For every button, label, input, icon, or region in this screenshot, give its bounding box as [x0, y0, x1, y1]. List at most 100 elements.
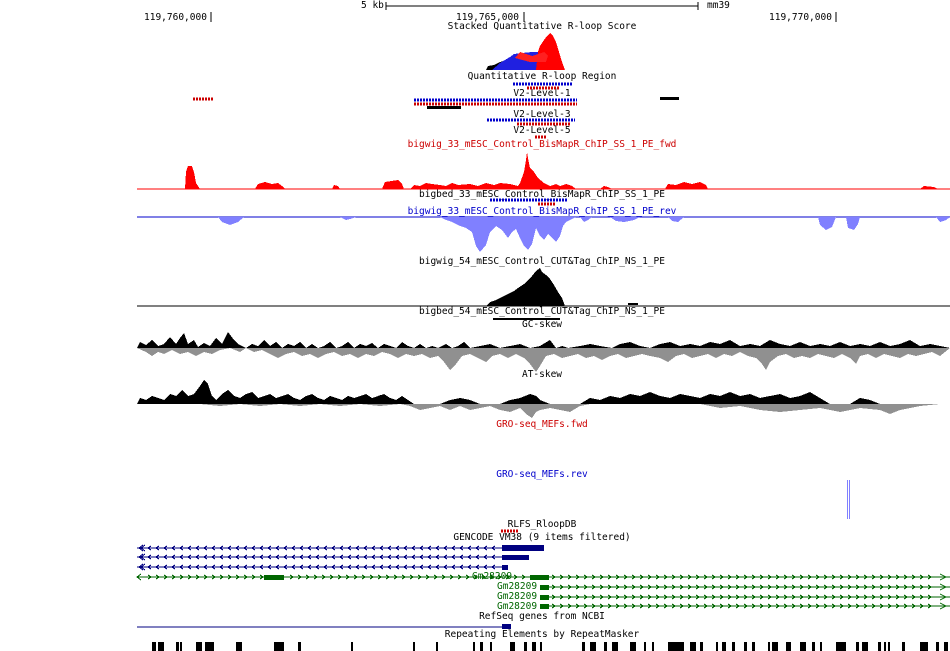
- repeat-element: [351, 642, 353, 651]
- strand-chevron: [171, 554, 176, 560]
- gene-label-gm28209[interactable]: Gm28209: [497, 601, 538, 612]
- strand-chevron: [305, 574, 310, 580]
- strand-chevron: [195, 574, 200, 580]
- strand-chevron: [251, 574, 256, 580]
- strand-chevron: [203, 574, 208, 580]
- track-label-bigbed-33[interactable]: bigbed_33_mESC_Control_BisMapR_ChIP_SS_1…: [419, 189, 665, 200]
- strand-chevron: [807, 584, 812, 590]
- at-skew-plot: [137, 380, 950, 418]
- strand-chevron: [179, 574, 184, 580]
- track-label-bigwig-33-fwd[interactable]: bigwig_33_mESC_Control_BisMapR_ChIP_SS_1…: [407, 139, 677, 150]
- strand-chevron: [513, 574, 518, 580]
- strand-chevron: [887, 603, 892, 609]
- strand-chevron: [363, 564, 368, 570]
- strand-chevron: [799, 603, 804, 609]
- strand-chevron: [155, 545, 160, 551]
- strand-chevron: [703, 603, 708, 609]
- strand-chevron: [775, 594, 780, 600]
- track-label-bigbed-54-cuttag[interactable]: bigbed_54_mESC_Control_CUT&Tag_ChIP_NS_1…: [419, 306, 665, 317]
- repeat-element: [878, 642, 881, 651]
- gene-label-gm28209[interactable]: Gm28209: [497, 581, 538, 592]
- repeat-element: [820, 642, 822, 651]
- strand-chevron: [465, 574, 470, 580]
- strand-chevron: [355, 545, 360, 551]
- refseq-gene: [137, 624, 511, 629]
- strand-chevron: [567, 584, 572, 590]
- repeat-element: [436, 642, 438, 651]
- strand-chevron: [251, 545, 256, 551]
- strand-chevron: [315, 554, 320, 560]
- repeatmasker-elements: [152, 642, 948, 651]
- track-label-bigwig-33-rev[interactable]: bigwig_33_mESC_Control_BisMapR_ChIP_SS_1…: [407, 206, 677, 217]
- track-label-gro-seq-fwd[interactable]: GRO-seq_MEFs.fwd: [496, 419, 588, 430]
- strand-chevron: [751, 584, 756, 590]
- strand-chevron: [623, 603, 628, 609]
- strand-chevron: [243, 554, 248, 560]
- track-label-rlfs-rloopdb[interactable]: RLFS_RloopDB: [507, 519, 577, 530]
- strand-chevron: [919, 603, 924, 609]
- track-label-bigwig-54-cuttag[interactable]: bigwig_54_mESC_Control_CUT&Tag_ChIP_NS_1…: [419, 256, 665, 267]
- strand-chevron: [847, 603, 852, 609]
- strand-chevron: [743, 584, 748, 590]
- strand-chevron: [451, 545, 456, 551]
- strand-chevron: [727, 574, 732, 580]
- strand-chevron: [823, 594, 828, 600]
- repeat-element: [590, 642, 596, 651]
- track-label-refseq[interactable]: RefSeq genes from NCBI: [479, 611, 605, 622]
- strand-chevron: [599, 594, 604, 600]
- strand-chevron: [743, 594, 748, 600]
- strand-chevron: [291, 545, 296, 551]
- strand-chevron: [775, 574, 780, 580]
- strand-chevron: [591, 594, 596, 600]
- strand-chevron: [759, 574, 764, 580]
- track-label-at-skew[interactable]: AT-skew: [521, 369, 563, 380]
- strand-chevron: [403, 564, 408, 570]
- strand-chevron: [567, 594, 572, 600]
- strand-chevron: [839, 584, 844, 590]
- strand-chevron: [449, 574, 454, 580]
- repeat-element: [236, 642, 242, 651]
- track-label-rloop-region[interactable]: Quantitative R-loop Region: [467, 71, 617, 82]
- strand-chevron: [251, 554, 256, 560]
- strand-chevron: [831, 603, 836, 609]
- strand-chevron: [599, 603, 604, 609]
- strand-chevron: [403, 545, 408, 551]
- repeat-element: [196, 642, 202, 651]
- strand-chevron: [395, 564, 400, 570]
- strand-chevron: [583, 574, 588, 580]
- strand-chevron: [887, 594, 892, 600]
- strand-chevron: [567, 603, 572, 609]
- strand-chevron: [419, 564, 424, 570]
- gene-label-gm28209[interactable]: Gm28209: [497, 591, 538, 602]
- track-label-v2-level-5[interactable]: V2-Level-5: [513, 125, 571, 136]
- track-label-gc-skew[interactable]: GC-skew: [521, 319, 563, 330]
- strand-chevron: [655, 603, 660, 609]
- gm28209-transcripts: [137, 575, 950, 609]
- track-label-v2-level-3[interactable]: V2-Level-3: [513, 109, 571, 120]
- strand-chevron: [459, 564, 464, 570]
- track-label-v2-level-1[interactable]: V2-Level-1: [513, 88, 571, 99]
- track-label-repeatmasker[interactable]: Repeating Elements by RepeatMasker: [444, 629, 640, 640]
- strand-chevron: [871, 574, 876, 580]
- strand-chevron: [489, 574, 494, 580]
- track-label-gro-seq-rev[interactable]: GRO-seq_MEFs.rev: [496, 469, 588, 480]
- repeat-element: [510, 642, 515, 651]
- strand-chevron: [607, 584, 612, 590]
- track-label-gencode[interactable]: GENCODE VM38 (9 items filtered): [453, 532, 631, 543]
- strand-chevron: [719, 603, 724, 609]
- track-label-stacked-rloop-score[interactable]: Stacked Quantitative R-loop Score: [447, 21, 637, 32]
- strand-chevron: [751, 574, 756, 580]
- strand-chevron: [583, 594, 588, 600]
- strand-chevron: [483, 564, 488, 570]
- strand-chevron: [195, 564, 200, 570]
- strand-chevron: [751, 594, 756, 600]
- strand-chevron: [411, 545, 416, 551]
- strand-chevron: [735, 594, 740, 600]
- strand-chevron: [783, 574, 788, 580]
- strand-chevron: [321, 574, 326, 580]
- strand-chevron: [171, 545, 176, 551]
- strand-chevron: [887, 584, 892, 590]
- strand-chevron: [903, 574, 908, 580]
- strand-chevron: [855, 584, 860, 590]
